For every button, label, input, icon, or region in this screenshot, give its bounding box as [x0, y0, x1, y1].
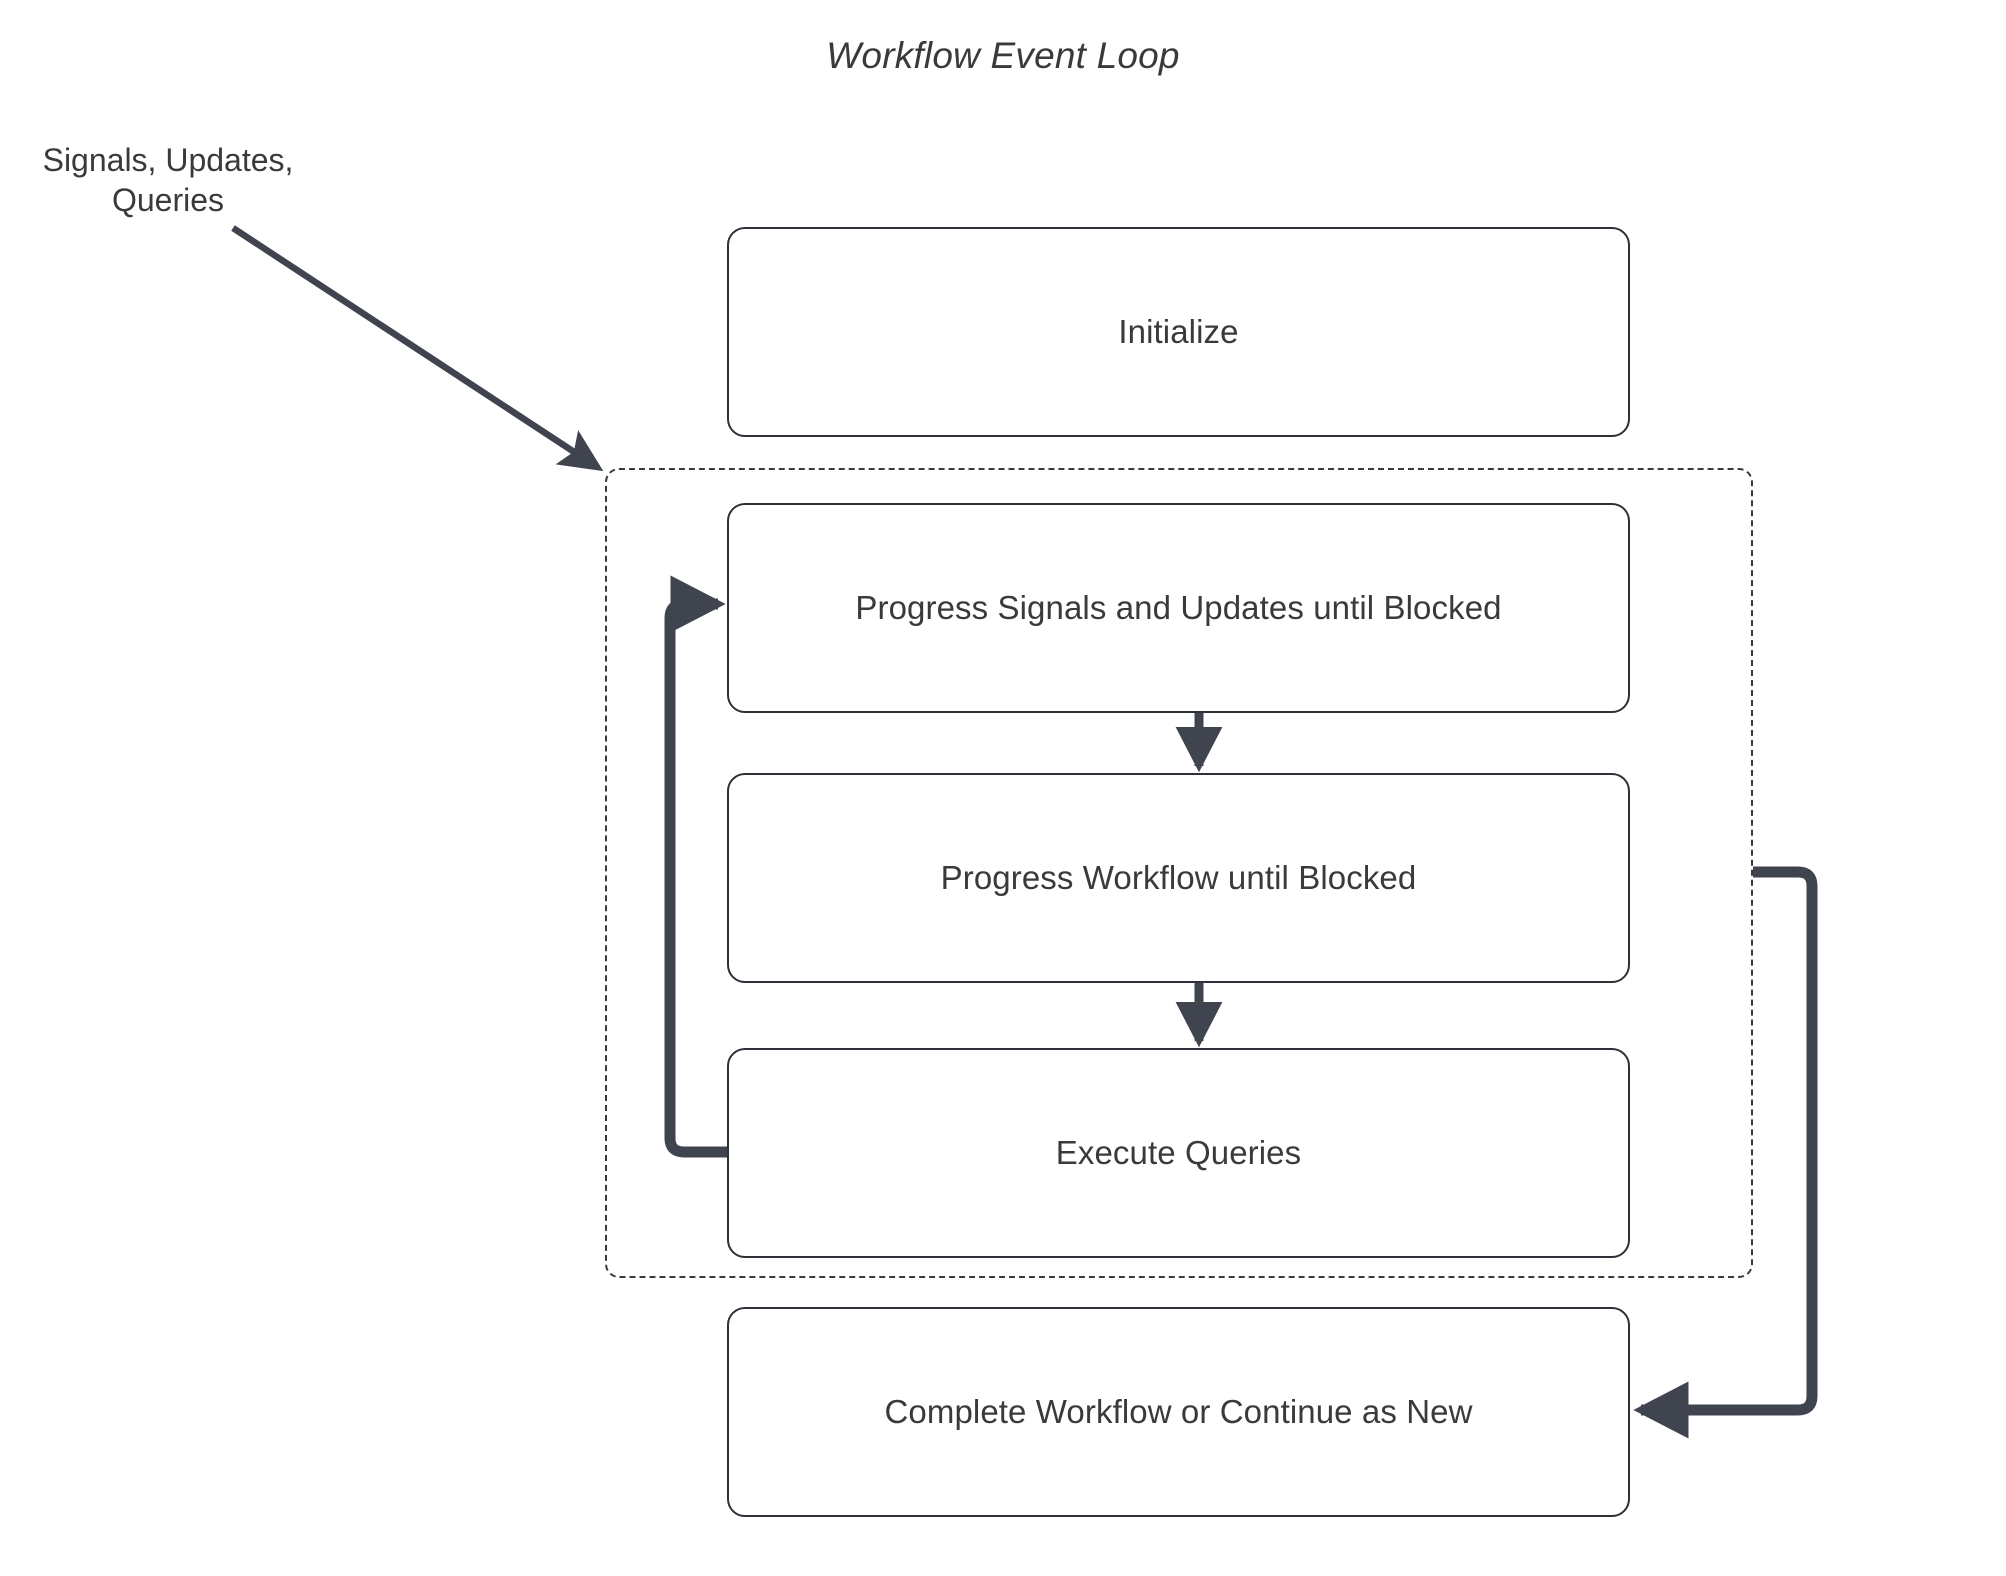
node-progress-workflow[interactable]: Progress Workflow until Blocked [727, 773, 1630, 983]
node-progress-signals[interactable]: Progress Signals and Updates until Block… [727, 503, 1630, 713]
node-execute-queries-label: Execute Queries [1055, 1134, 1302, 1172]
node-initialize[interactable]: Initialize [727, 227, 1630, 437]
input-annotation-label: Signals, Updates, Queries [42, 142, 294, 218]
node-initialize-label: Initialize [1118, 313, 1239, 351]
node-complete-workflow[interactable]: Complete Workflow or Continue as New [727, 1307, 1630, 1517]
edge-queries-back-to-signals [664, 575, 727, 1158]
event-loop-group [605, 468, 1753, 1278]
node-execute-queries[interactable]: Execute Queries [727, 1048, 1630, 1258]
edge-loop-to-complete [1633, 866, 1818, 1439]
page-title: Workflow Event Loop [826, 35, 1180, 76]
node-progress-workflow-label: Progress Workflow until Blocked [940, 859, 1417, 897]
node-complete-workflow-label: Complete Workflow or Continue as New [884, 1393, 1473, 1431]
edge-input-to-loop [231, 225, 604, 472]
node-progress-signals-label: Progress Signals and Updates until Block… [855, 589, 1502, 627]
